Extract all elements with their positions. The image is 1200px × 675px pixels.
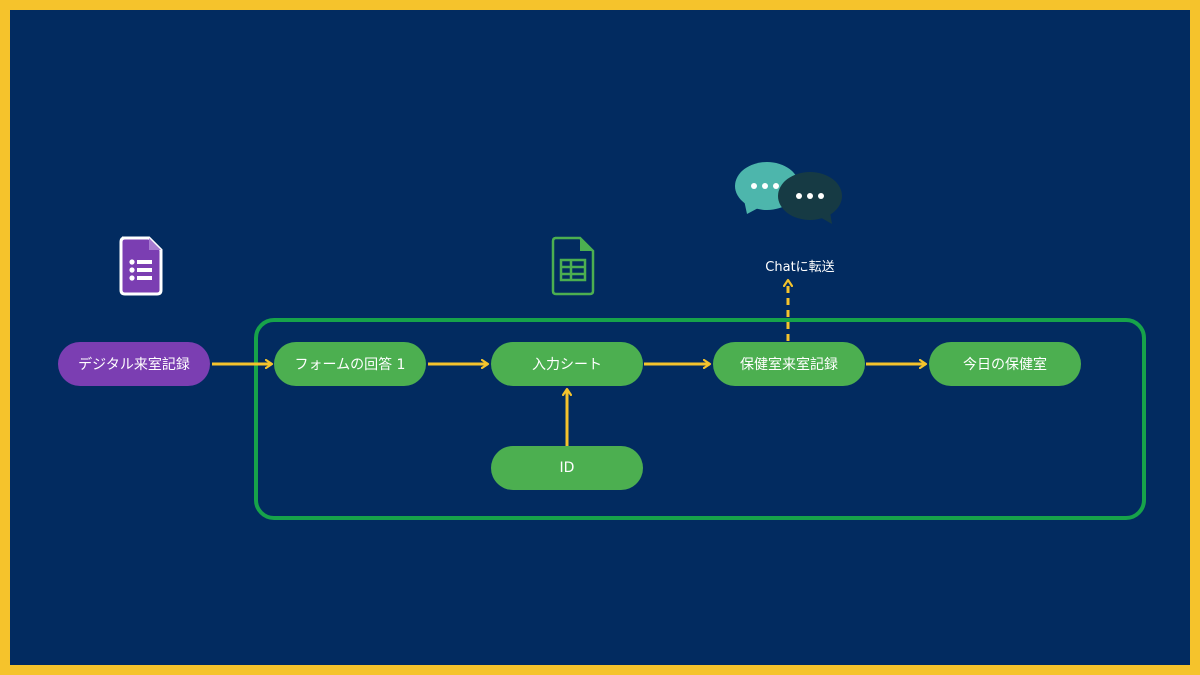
form-responses-node: フォームの回答 1 [274, 342, 426, 386]
chat-forward-label: Chatに転送 [765, 260, 835, 275]
digital-record-node: デジタル来室記録 [58, 342, 210, 386]
id-node: ID [491, 446, 643, 490]
connectors [212, 10, 1190, 446]
todays-health-room-node: 今日の保健室 [929, 342, 1081, 386]
spreadsheet-group-box [254, 318, 1146, 520]
input-sheet-node: 入力シート [491, 342, 643, 386]
diagram-canvas: Chatに転送 デジタル来室記録 フォームの回答 1 入力シート 保健室来室記録… [10, 10, 1190, 665]
google-forms-icon [118, 236, 164, 296]
google-sheets-icon [550, 236, 596, 296]
chat-bubbles-icon [732, 158, 844, 226]
health-room-record-node: 保健室来室記録 [713, 342, 865, 386]
